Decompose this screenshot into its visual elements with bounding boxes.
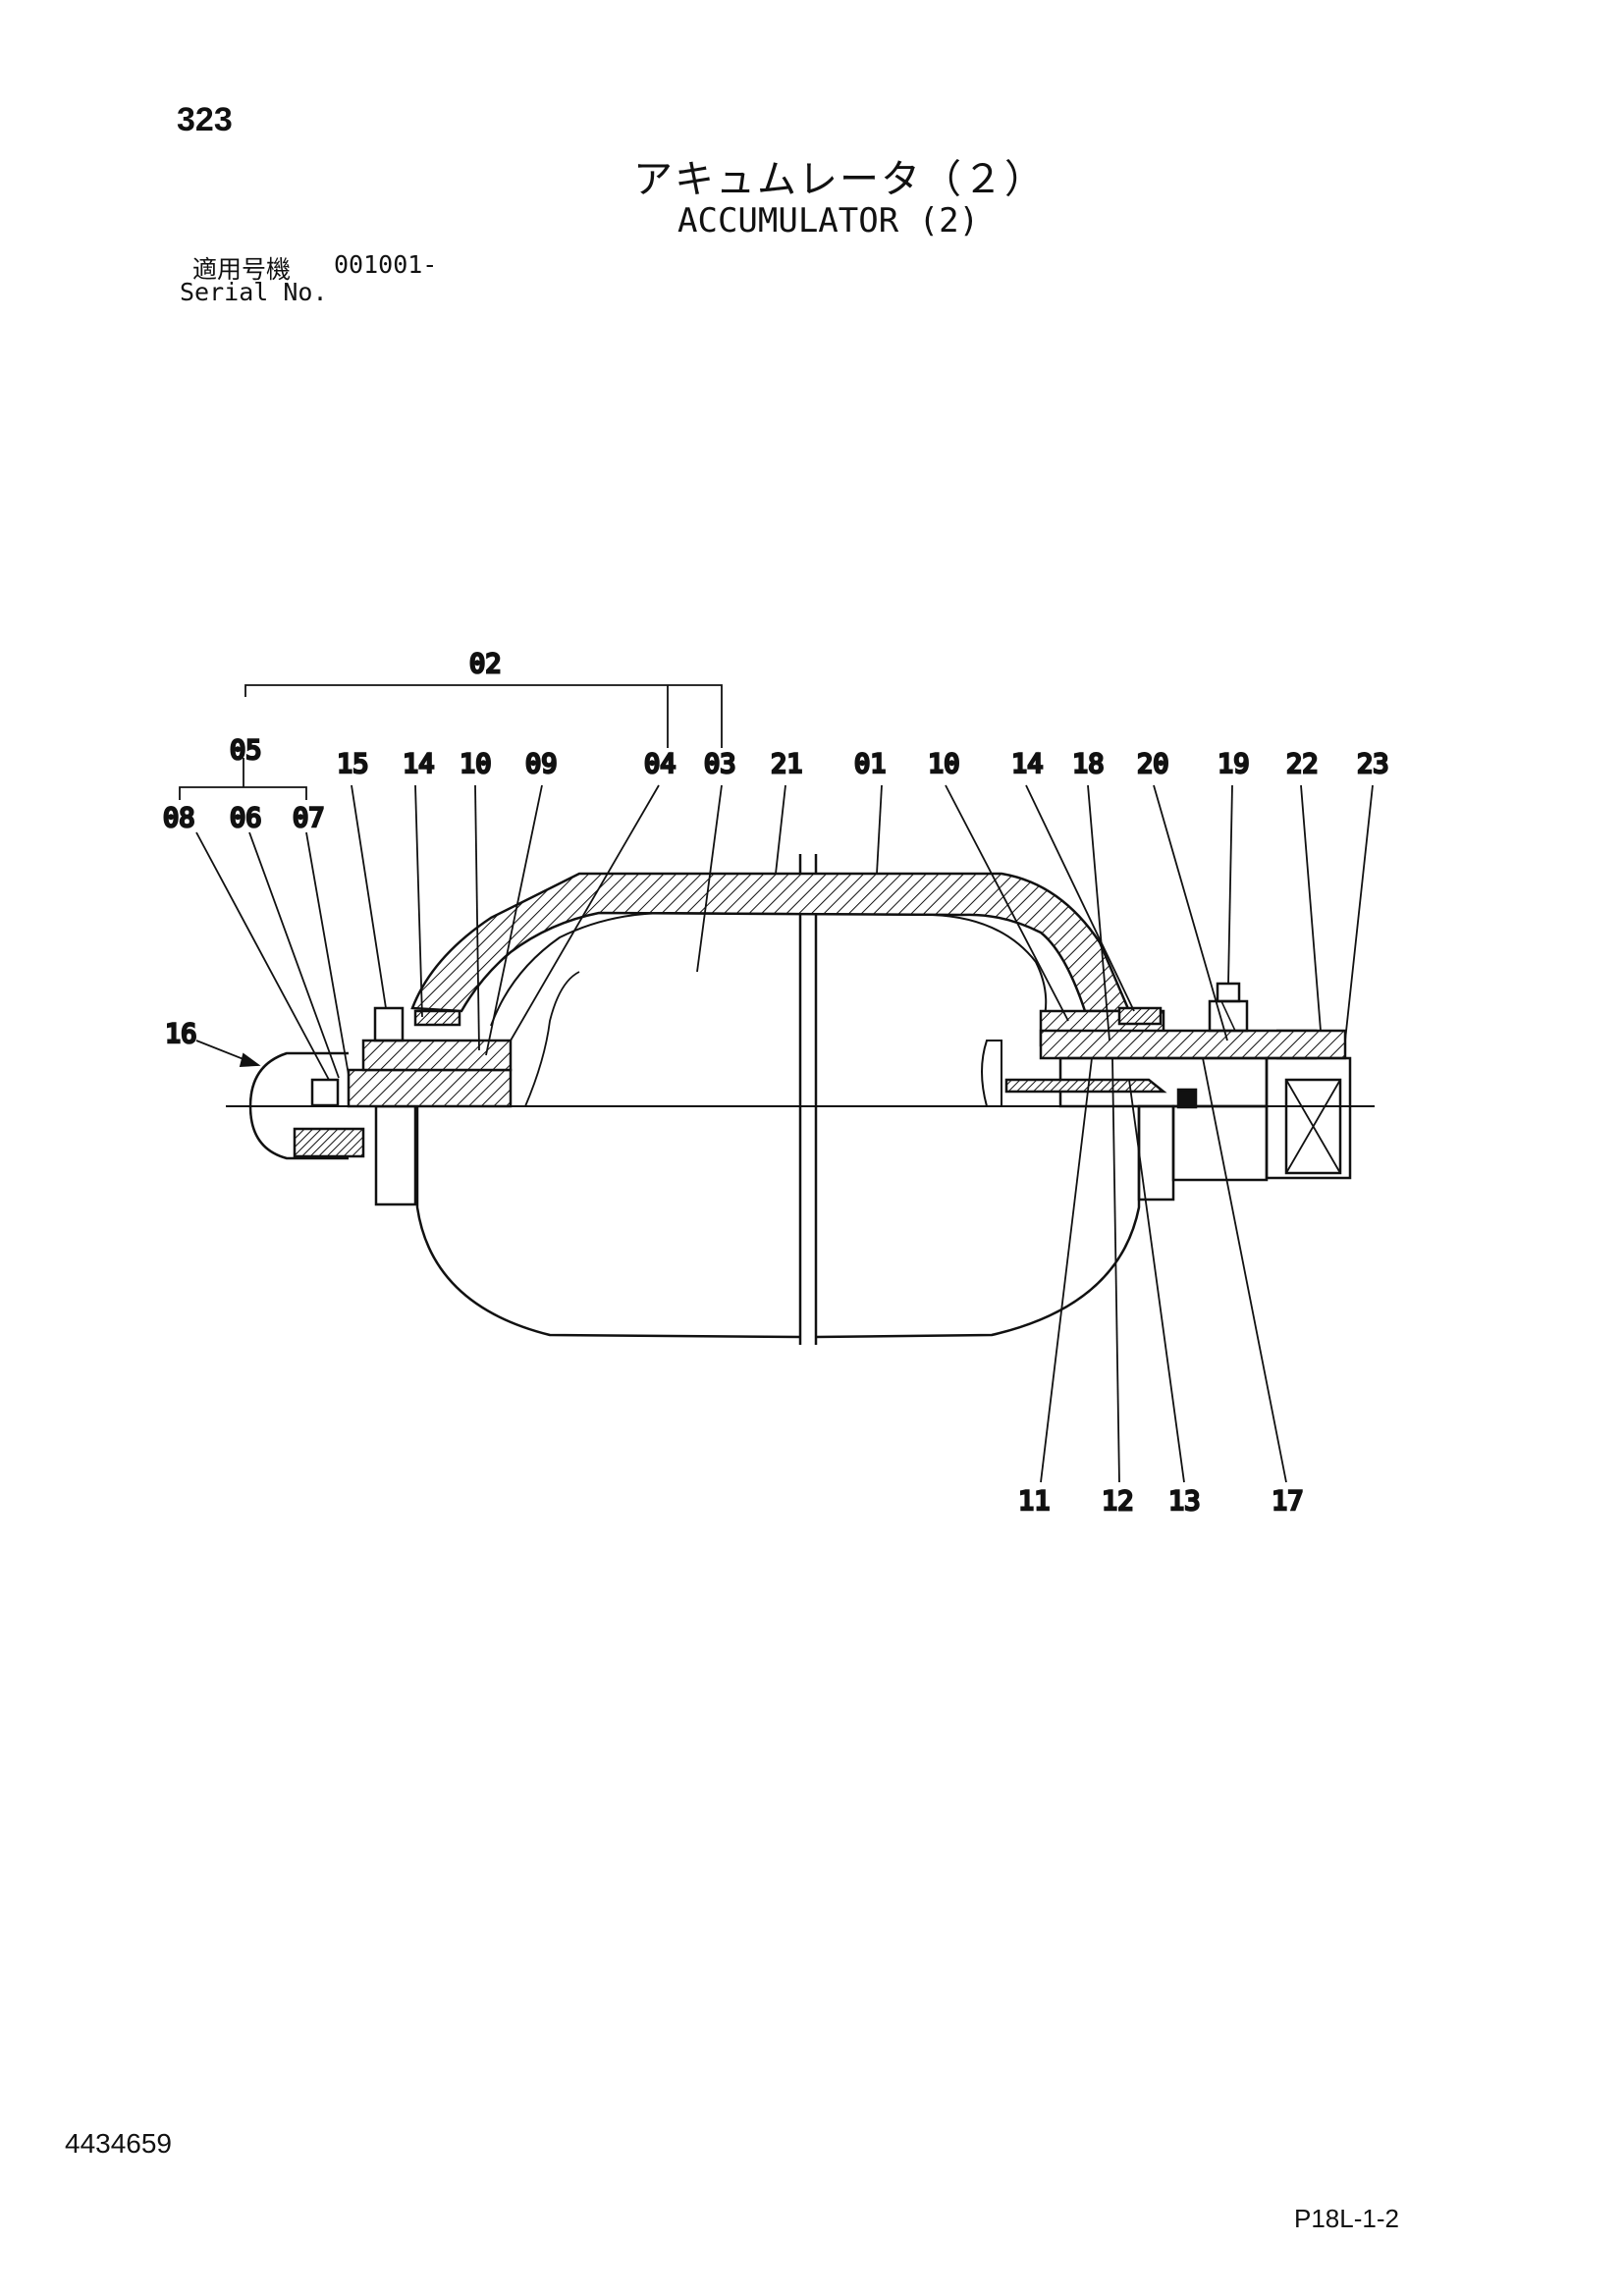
left-flange-upper	[347, 1068, 513, 1108]
callout-02: 02	[469, 649, 502, 679]
serial-label-japanese: 適用号機	[192, 255, 292, 284]
callout-01: 01	[854, 749, 887, 779]
callout-03: 03	[704, 749, 736, 779]
bladder	[490, 911, 1048, 1027]
callout-06: 06	[230, 803, 262, 833]
callout-21: 21	[771, 749, 803, 779]
callout-04: 04	[644, 749, 677, 779]
callout-07: 07	[293, 803, 325, 833]
callout-23: 23	[1357, 749, 1389, 779]
callout-11: 11	[1018, 1486, 1051, 1517]
callout-14-right: 14	[1011, 749, 1044, 779]
lower-shell	[415, 1106, 1141, 1339]
upper-shell	[410, 872, 1131, 1013]
serial-value: 001001-	[334, 250, 438, 279]
callout-05: 05	[230, 735, 262, 766]
document-number: 4434659	[65, 2128, 173, 2159]
callout-20: 20	[1137, 749, 1169, 779]
callout-10-left: 10	[460, 749, 492, 779]
title-japanese: アキュムレータ（２）	[633, 157, 1046, 202]
left-flange-lower	[374, 1104, 417, 1206]
callout-14-left: 14	[403, 749, 435, 779]
callout-12: 12	[1102, 1486, 1134, 1517]
callout-18: 18	[1072, 749, 1105, 779]
poppet-plate	[1004, 1078, 1167, 1094]
drawing-body: 02 05 08 06 07 15 14 10 09 04 03 21 01 1…	[162, 648, 1390, 1519]
cap-16	[248, 1051, 349, 1160]
callout-15: 15	[337, 749, 369, 779]
callout-17: 17	[1272, 1486, 1304, 1517]
title-english: ACCUMULATOR (2)	[677, 201, 980, 240]
callout-22: 22	[1286, 749, 1319, 779]
serial-label-english: Serial No.	[180, 278, 328, 306]
page-number: 323	[177, 101, 233, 138]
callout-08: 08	[163, 803, 195, 833]
callout-10-right: 10	[928, 749, 960, 779]
callout-09: 09	[525, 749, 558, 779]
valve-stem	[1216, 982, 1241, 1003]
callout-16: 16	[165, 1019, 197, 1049]
callout-19: 19	[1218, 749, 1250, 779]
callout-13: 13	[1168, 1486, 1201, 1517]
page-code: P18L-1-2	[1294, 2204, 1399, 2233]
leader-lines	[179, 684, 1374, 1483]
